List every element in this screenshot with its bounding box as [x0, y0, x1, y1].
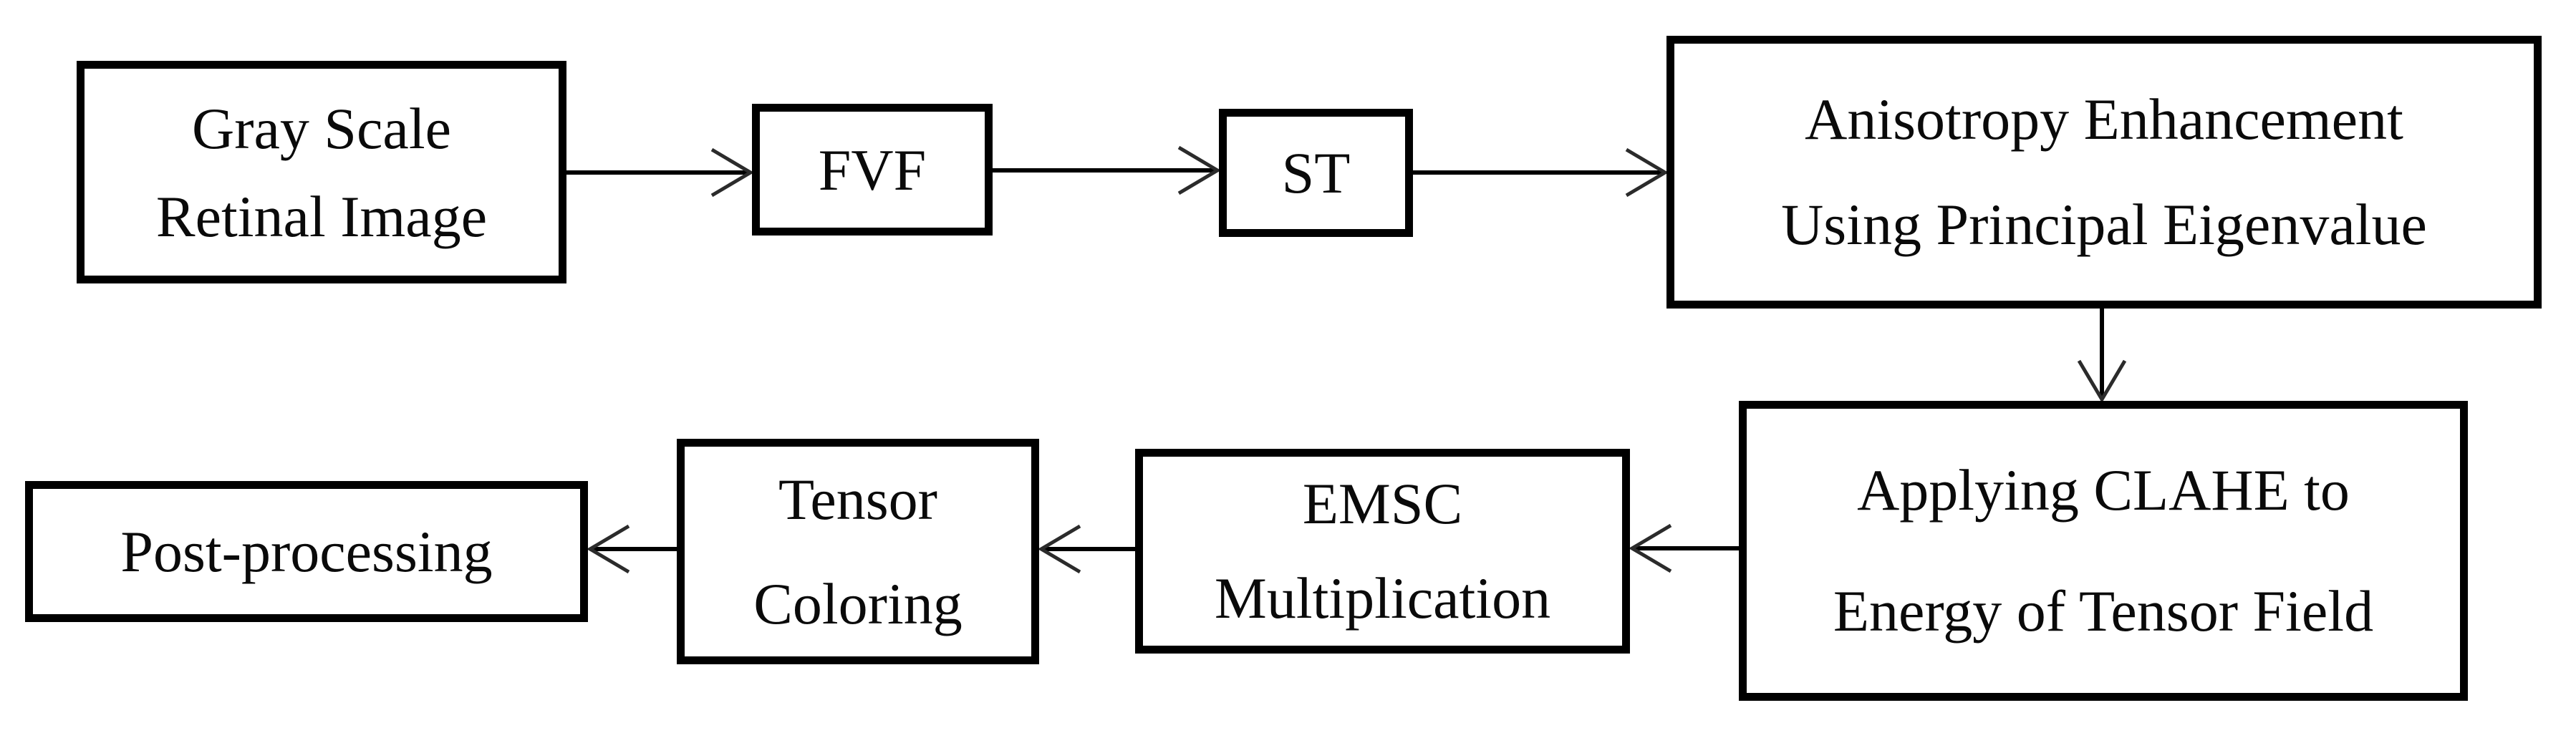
- arrow-anisotropy-to-clahe: [2077, 308, 2127, 403]
- node-post-processing: Post-processing: [25, 481, 588, 622]
- arrow-st-to-anisotropy: [1412, 147, 1669, 198]
- node-label-line: Retinal Image: [155, 183, 488, 249]
- node-label-line: Coloring: [753, 571, 963, 636]
- arrow-emsc-to-tensor-coloring: [1038, 524, 1135, 574]
- node-anisotropy-enhancement: Anisotropy Enhancement Using Principal E…: [1666, 36, 2542, 309]
- arrow-fvf-to-st: [992, 145, 1221, 195]
- node-emsc-multiplication: EMSC Multiplication: [1135, 449, 1630, 654]
- node-label-line: FVF: [818, 137, 927, 203]
- node-label-line: Energy of Tensor Field: [1833, 578, 2374, 644]
- node-label-line: Multiplication: [1214, 565, 1551, 631]
- node-st: ST: [1219, 109, 1413, 237]
- node-label-line: Post-processing: [120, 519, 493, 584]
- node-gray-scale-retinal-image: Gray Scale Retinal Image: [77, 61, 566, 283]
- node-label-line: Using Principal Eigenvalue: [1781, 191, 2427, 257]
- node-fvf: FVF: [752, 104, 993, 236]
- node-label-line: Tensor: [778, 466, 937, 532]
- node-label-line: Applying CLAHE to: [1857, 457, 2350, 523]
- node-applying-clahe: Applying CLAHE to Energy of Tensor Field: [1739, 401, 2468, 701]
- arrow-clahe-to-emsc: [1629, 523, 1739, 573]
- arrow-tensor-coloring-to-post-processing: [587, 524, 677, 574]
- node-label-line: Anisotropy Enhancement: [1805, 86, 2403, 152]
- arrow-grayscale-to-fvf: [566, 147, 754, 198]
- node-label-line: EMSC: [1302, 470, 1463, 536]
- node-label-line: Gray Scale: [192, 95, 451, 161]
- node-tensor-coloring: Tensor Coloring: [677, 439, 1039, 664]
- node-label-line: ST: [1281, 140, 1351, 205]
